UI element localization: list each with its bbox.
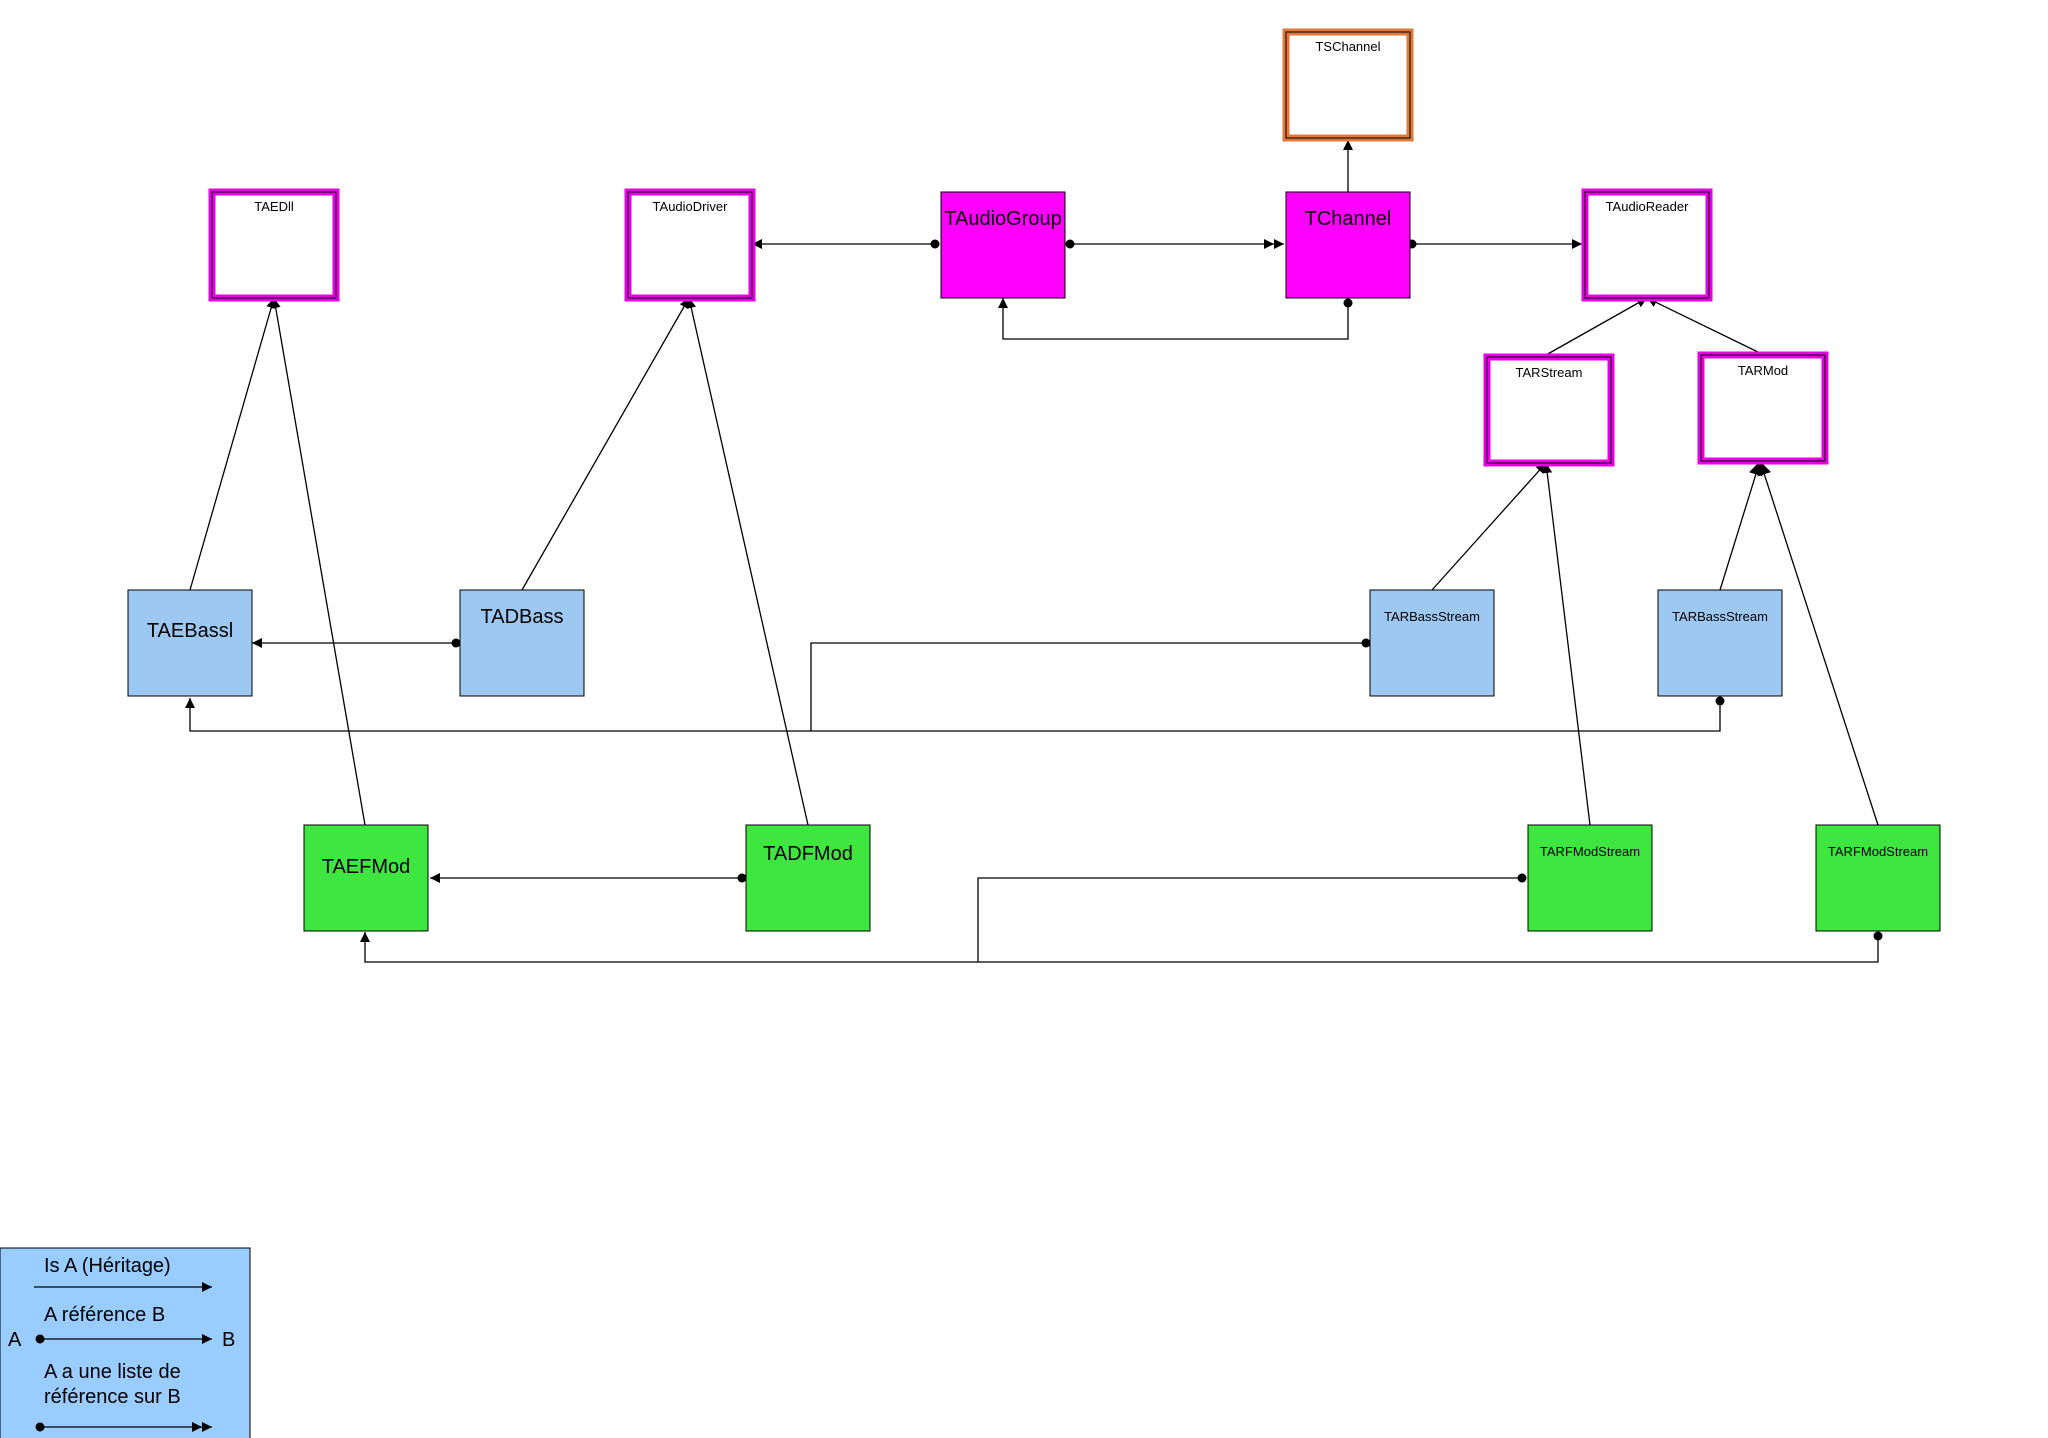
reference-edges xyxy=(185,239,1883,963)
node-tschannel: TSChannel xyxy=(1282,28,1414,142)
edge-tarmod-taudioreader xyxy=(1646,297,1761,354)
legend-list-label-line1: A a une liste de xyxy=(44,1361,181,1383)
node-taudiodriver: TAudioDriver xyxy=(624,188,756,302)
ref-tarfmodstream1-taefmod xyxy=(977,873,1527,962)
edge-tarfmodstream1-tarstream xyxy=(1542,462,1591,826)
ref-tarfmodstream2-taefmod xyxy=(360,931,1883,963)
legend: Is A (Héritage) A référence B A B A a un… xyxy=(0,1247,251,1438)
node-tarstream: TARStream xyxy=(1483,353,1615,467)
inheritance-edges xyxy=(189,140,1879,826)
node-taudiogroup: TAudioGroup xyxy=(940,191,1066,299)
node-label-taudiodriver: TAudioDriver xyxy=(653,199,729,214)
node-tarbassstream-2: TARBassStream xyxy=(1657,589,1783,697)
edge-tarfmodstream2-tarmod xyxy=(1757,460,1879,826)
edge-tarstream-taudioreader xyxy=(1545,297,1648,356)
node-label-tschannel: TSChannel xyxy=(1315,39,1380,54)
ref-tarbassstream2-taebassl xyxy=(185,696,1725,732)
node-tarfmodstream-2: TARFModStream xyxy=(1815,824,1941,932)
node-taedll: TAEDll xyxy=(208,188,340,302)
edge-tadfmod-taudiodriver xyxy=(686,297,809,826)
node-label-taudiogroup: TAudioGroup xyxy=(944,208,1061,230)
node-tarmod: TARMod xyxy=(1697,351,1829,465)
edge-taefmod-taedll xyxy=(270,297,366,826)
node-label-tarbassstream-2: TARBassStream xyxy=(1672,609,1768,624)
edge-tarbassstream2-tarmod xyxy=(1719,460,1763,591)
node-label-tchannel: TChannel xyxy=(1305,208,1392,230)
node-label-taedll: TAEDll xyxy=(254,199,294,214)
node-label-tadbass: TADBass xyxy=(481,606,564,628)
node-label-tarbassstream-1: TARBassStream xyxy=(1384,609,1480,624)
node-label-tadfmod: TADFMod xyxy=(763,843,853,865)
edge-tarbassstream1-tarstream xyxy=(1431,462,1547,591)
node-taefmod: TAEFMod xyxy=(303,824,429,932)
node-label-tarfmodstream-2: TARFModStream xyxy=(1828,844,1928,859)
ref-tarbassstream1-taebassl xyxy=(810,638,1371,731)
node-label-tarstream: TARStream xyxy=(1516,365,1583,380)
node-label-taefmod: TAEFMod xyxy=(322,856,411,878)
edge-taebassl-taedll xyxy=(189,297,277,591)
legend-list-label-line2: référence sur B xyxy=(44,1386,181,1408)
node-tarbassstream-1: TARBassStream xyxy=(1369,589,1495,697)
node-tchannel: TChannel xyxy=(1285,191,1411,299)
node-tarfmodstream-1: TARFModStream xyxy=(1527,824,1653,932)
node-label-tarmod: TARMod xyxy=(1738,363,1788,378)
node-taebassl: TAEBassl xyxy=(127,589,253,697)
node-taudioreader: TAudioReader xyxy=(1581,188,1713,302)
node-tadbass: TADBass xyxy=(459,589,585,697)
node-label-taudioreader: TAudioReader xyxy=(1606,199,1690,214)
legend-label-a: A xyxy=(8,1329,22,1351)
legend-is-a-label: Is A (Héritage) xyxy=(44,1255,171,1277)
node-label-taebassl: TAEBassl xyxy=(147,620,233,642)
legend-label-b: B xyxy=(222,1329,235,1351)
legend-reference-label: A référence B xyxy=(44,1304,165,1326)
node-tadfmod: TADFMod xyxy=(745,824,871,932)
ref-tchannel-taudiogroup xyxy=(998,298,1353,340)
node-label-tarfmodstream-1: TARFModStream xyxy=(1540,844,1640,859)
edge-tadbass-taudiodriver xyxy=(521,297,690,591)
